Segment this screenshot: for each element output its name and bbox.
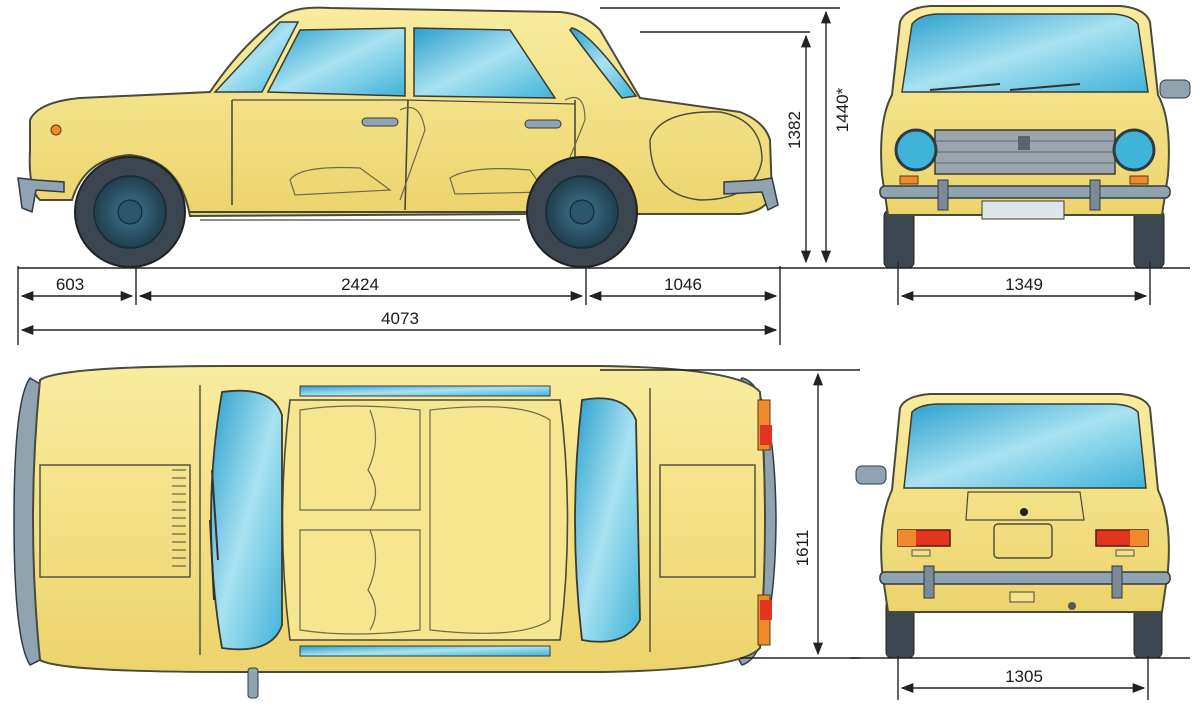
front-headlight-right: [1112, 128, 1156, 172]
dim-overall-length: 4073: [381, 309, 419, 328]
rear-track-dimension: [850, 656, 1190, 700]
side-dimensions: [17, 7, 850, 345]
dim-rear-track: 1305: [1005, 667, 1043, 686]
front-license-plate: [981, 200, 1065, 220]
top-rear-window: [574, 397, 641, 643]
side-front-bumper: [17, 177, 65, 214]
front-view: [879, 5, 1191, 269]
rear-door-handle: [524, 119, 562, 129]
rear-window: [903, 403, 1147, 489]
front-bumper: [879, 185, 1171, 199]
side-front-window: [266, 27, 406, 97]
top-roof: [281, 399, 569, 641]
rear-mirror: [855, 465, 887, 485]
dim-front-overhang: 603: [56, 275, 84, 294]
top-mirror: [247, 667, 259, 699]
front-door-handle: [361, 117, 399, 127]
rear-bumper: [879, 571, 1171, 585]
width-dimension: [600, 369, 860, 659]
dim-height-total: 1440*: [833, 87, 852, 132]
front-mirror: [1159, 79, 1191, 99]
side-body: [28, 6, 774, 218]
side-rear-bumper: [723, 177, 779, 212]
rear-view: [855, 393, 1171, 659]
dim-rear-overhang: 1046: [664, 275, 702, 294]
side-rear-glass: [569, 27, 638, 99]
dim-height-body: 1382: [785, 111, 804, 149]
rear-license-plate: [993, 523, 1053, 559]
dim-wheelbase: 2424: [341, 275, 379, 294]
front-windshield: [901, 13, 1149, 93]
front-headlight-left: [894, 128, 938, 172]
front-track-dimension: [850, 262, 1190, 305]
top-view: [13, 365, 777, 699]
side-windshield: [213, 21, 300, 93]
dim-width: 1611: [793, 530, 812, 567]
dim-front-track: 1349: [1005, 275, 1043, 294]
top-windshield: [210, 389, 283, 651]
side-front-wheel: [74, 156, 186, 268]
side-view: [17, 6, 779, 268]
side-rear-wheel: [526, 156, 638, 268]
side-rear-window: [413, 27, 557, 99]
